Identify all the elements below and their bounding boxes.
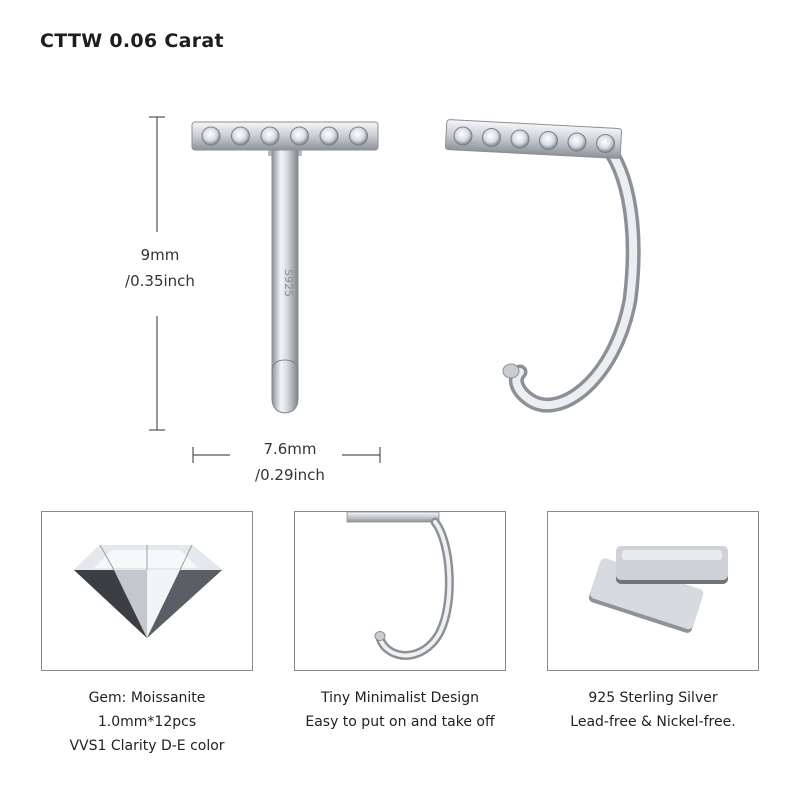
height-mm: 9mm [140, 246, 180, 264]
width-mm: 7.6mm [263, 440, 317, 458]
design-panel [294, 511, 506, 671]
gem-stone [539, 131, 558, 150]
material-text: 925 Sterling Silver [588, 690, 718, 706]
width-inch: /0.29inch [255, 466, 325, 484]
gem-stone [201, 126, 221, 146]
s925-stamp: S925 [282, 269, 295, 297]
design-text: Tiny Minimalist Design [321, 690, 479, 706]
width-dimension-line [192, 447, 381, 463]
gem-stone [453, 126, 473, 146]
width-dimension-label: 7.6mm /0.29inch [210, 436, 370, 488]
earring-front-view: S925 [191, 121, 379, 414]
gem-panel [41, 511, 253, 671]
height-dimension-label: 9mm /0.35inch [95, 242, 225, 294]
gem-stone [349, 126, 368, 146]
earring-illustration: S925 [149, 116, 641, 463]
gem-stone [290, 126, 309, 146]
silver-plates-icon [588, 546, 728, 633]
silver-panel [547, 511, 759, 671]
gem-clarity-text: VVS1 Clarity D-E color [69, 738, 225, 754]
page-title: CTTW 0.06 Carat [40, 30, 224, 52]
gem-stone [596, 134, 615, 153]
earring-detail-icon [346, 512, 454, 660]
gem-caption: Gem: Moissanite 1.0mm*12pcs VVS1 Clarity… [40, 686, 254, 758]
safety-text: Lead-free & Nickel-free. [570, 714, 736, 730]
earring-side-view [444, 119, 641, 413]
design-caption: Tiny Minimalist Design Easy to put on an… [293, 686, 507, 734]
silver-caption: 925 Sterling Silver Lead-free & Nickel-f… [546, 686, 760, 734]
gem-stone [319, 126, 339, 146]
gem-stone [482, 128, 501, 147]
height-dimension-line [149, 116, 165, 431]
gem-stone [510, 129, 530, 149]
gem-stone [567, 132, 587, 152]
moissanite-gem-icon [74, 544, 222, 638]
ease-text: Easy to put on and take off [305, 714, 495, 730]
gem-stone [231, 126, 250, 146]
height-inch: /0.35inch [125, 272, 195, 290]
gem-size-text: 1.0mm*12pcs [97, 714, 197, 730]
gem-type-text: Gem: Moissanite [88, 690, 206, 706]
gem-stone [260, 126, 280, 146]
